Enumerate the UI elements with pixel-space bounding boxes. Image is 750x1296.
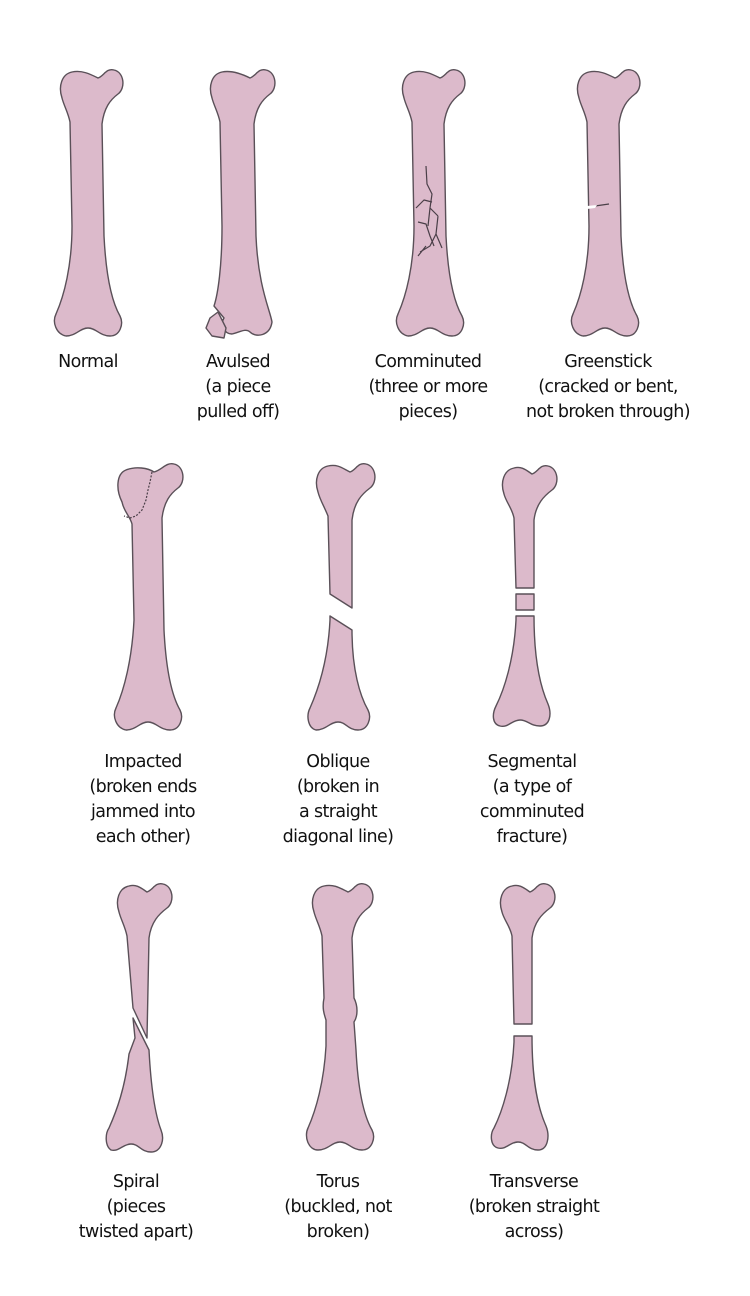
bone-transverse	[490, 882, 556, 1151]
label-title: Comminuted	[374, 352, 482, 372]
label-desc-line: across)	[504, 1222, 564, 1242]
label-title: Spiral	[112, 1172, 160, 1192]
label-desc-line: (buckled, not	[284, 1197, 392, 1217]
label-avulsed: Avulsed (a piece pulled off)	[197, 350, 280, 425]
label-title: Impacted	[104, 752, 182, 772]
label-desc-line: not broken through)	[526, 402, 691, 422]
label-desc-line: jammed into	[90, 802, 196, 822]
label-desc-line: a straight	[298, 802, 378, 822]
label-desc-line: (a type of	[492, 777, 572, 797]
label-desc-line: (cracked or bent,	[538, 377, 678, 397]
label-desc-line: (pieces	[106, 1197, 166, 1217]
label-greenstick: Greenstick (cracked or bent, not broken …	[526, 350, 691, 425]
label-desc-line: comminuted	[479, 802, 585, 822]
label-desc-line: (broken ends	[89, 777, 197, 797]
label-title: Avulsed	[205, 352, 271, 372]
bone-impacted	[113, 462, 184, 731]
label-title: Segmental	[487, 752, 578, 772]
bone-torus	[305, 882, 375, 1151]
label-desc-line: (broken straight	[468, 1197, 600, 1217]
label-title: Normal	[58, 352, 118, 372]
label-desc-line: fracture)	[496, 827, 568, 847]
label-torus: Torus (buckled, not broken)	[284, 1170, 392, 1245]
label-desc-line: (a piece	[205, 377, 271, 397]
label-desc-line: (three or more	[368, 377, 488, 397]
label-desc-line: (broken in	[296, 777, 380, 797]
label-desc-line: diagonal line)	[282, 827, 394, 847]
label-comminuted: Comminuted (three or more pieces)	[368, 350, 488, 425]
label-title: Transverse	[489, 1172, 579, 1192]
bone-spiral	[105, 882, 173, 1153]
label-title: Greenstick	[564, 352, 652, 372]
bone-normal	[53, 68, 124, 337]
label-title: Torus	[316, 1172, 360, 1192]
label-desc-line: each other)	[95, 827, 191, 847]
bone-avulsed	[205, 68, 276, 339]
label-impacted: Impacted (broken ends jammed into each o…	[89, 750, 197, 850]
label-desc-line: pulled off)	[196, 402, 280, 422]
label-title: Oblique	[306, 752, 370, 772]
label-desc-line: broken)	[306, 1222, 370, 1242]
label-desc-line: twisted apart)	[78, 1222, 194, 1242]
label-desc-line: pieces)	[398, 402, 458, 422]
bone-comminuted	[395, 68, 466, 337]
bone-oblique	[307, 462, 376, 731]
label-transverse: Transverse (broken straight across)	[469, 1170, 600, 1245]
label-segmental: Segmental (a type of comminuted fracture…	[479, 750, 585, 850]
bone-segmental	[492, 464, 558, 728]
label-oblique: Oblique (broken in a straight diagonal l…	[283, 750, 394, 850]
bone-greenstick	[570, 68, 641, 337]
label-normal: Normal	[58, 350, 118, 375]
label-spiral: Spiral (pieces twisted apart)	[79, 1170, 194, 1245]
